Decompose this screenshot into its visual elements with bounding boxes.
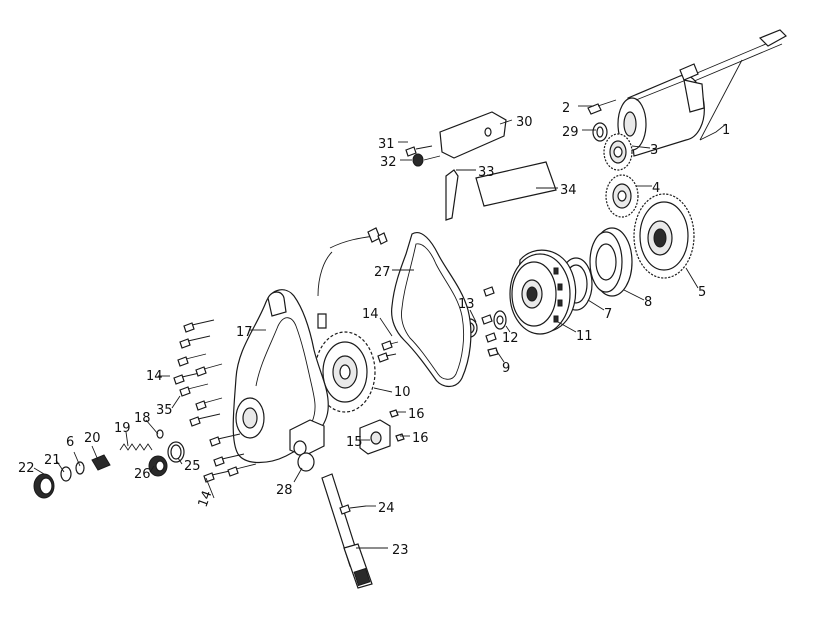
callout-13: 13	[458, 297, 475, 312]
callout-27: 27	[374, 265, 391, 280]
callout-15: 15	[346, 435, 363, 450]
callout-35: 35	[156, 403, 173, 418]
small-pin	[156, 429, 164, 439]
washer-small	[75, 461, 85, 475]
wire-clamp	[445, 169, 459, 221]
cover-bolts	[173, 319, 257, 483]
flywheel-rotor	[509, 249, 577, 335]
sensor-bracket	[359, 419, 391, 455]
callout-3: 3	[650, 143, 658, 158]
callout-6: 6	[66, 435, 74, 450]
idle-gear-small	[603, 133, 633, 171]
callout-14-b: 14	[146, 369, 163, 384]
heat-shield	[475, 161, 557, 207]
callout-20: 20	[84, 431, 101, 446]
callout-16-a: 16	[408, 407, 425, 422]
stator-bolts	[377, 340, 399, 363]
callout-32: 32	[380, 155, 397, 170]
grommet	[297, 452, 315, 472]
plug-cap	[33, 473, 55, 499]
callout-25: 25	[184, 459, 201, 474]
leader-lines	[33, 59, 743, 549]
callout-33: 33	[478, 165, 495, 180]
callout-24: 24	[378, 501, 395, 516]
callout-18: 18	[134, 411, 151, 426]
callout-1: 1	[722, 123, 730, 138]
callout-4: 4	[652, 181, 660, 196]
callout-16-b: 16	[412, 431, 429, 446]
wire-cover-plate	[439, 111, 507, 159]
idle-gear	[605, 174, 639, 218]
speed-sensor	[321, 473, 373, 589]
callout-9: 9	[502, 361, 510, 376]
callout-8: 8	[644, 295, 652, 310]
spring	[119, 443, 153, 451]
seal-plug	[148, 455, 168, 477]
callout-5: 5	[698, 285, 706, 300]
callout-11: 11	[576, 329, 593, 344]
seal-ring	[167, 441, 185, 463]
starter-driven-gear	[633, 193, 695, 279]
callout-17: 17	[236, 325, 253, 340]
callout-2: 2	[562, 101, 570, 116]
plate-bolt-nut	[412, 153, 441, 167]
plunger	[91, 454, 111, 471]
cover-gasket	[391, 232, 472, 388]
callout-34: 34	[560, 183, 577, 198]
callout-23: 23	[392, 543, 409, 558]
callout-14-c: 14	[196, 489, 216, 510]
starter-motor	[617, 29, 787, 157]
callout-26: 26	[134, 467, 151, 482]
stator-coil	[314, 227, 388, 413]
callout-28: 28	[276, 483, 293, 498]
one-way-clutch	[589, 227, 633, 297]
callout-30: 30	[516, 115, 533, 130]
crankcase-cover	[232, 289, 329, 464]
callout-22: 22	[18, 461, 35, 476]
flywheel-bolts	[481, 286, 499, 357]
callout-labels: 1 2 3 4 5 6 7 8 9 10 11 12 13 14 14 14 1…	[18, 101, 730, 558]
callout-29: 29	[562, 125, 579, 140]
starter-washer	[592, 122, 608, 142]
plate-bolt	[405, 145, 433, 157]
callout-21: 21	[44, 453, 61, 468]
sensor-bolt	[339, 504, 367, 515]
callout-12: 12	[502, 331, 519, 346]
washer	[493, 310, 507, 330]
callout-31: 31	[378, 137, 395, 152]
callout-7: 7	[604, 307, 612, 322]
callout-19: 19	[114, 421, 131, 436]
callout-14-a: 14	[362, 307, 379, 322]
starter-bolt	[587, 99, 617, 115]
callout-10: 10	[394, 385, 411, 400]
